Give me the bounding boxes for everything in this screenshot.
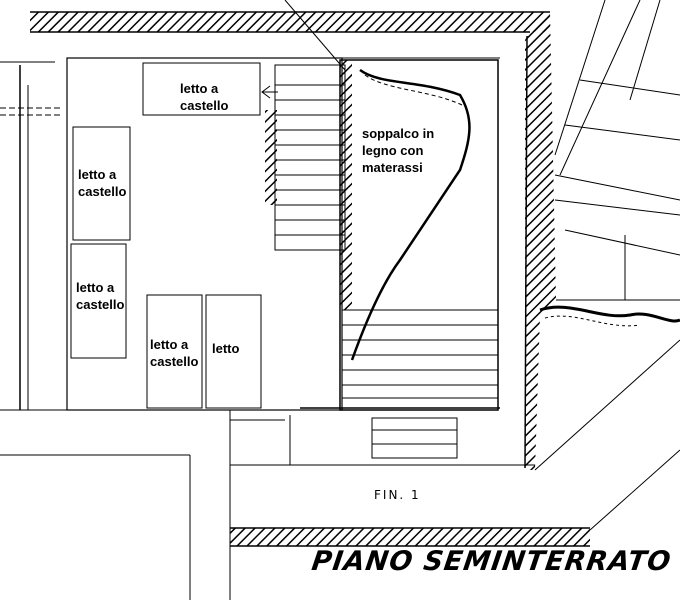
guide-line [284,0,346,71]
label-bunk-left-1: letto a castello [78,167,127,199]
plan-title: PIANO SEMINTERRATO [309,546,674,577]
bed-bunk-bottom [146,294,203,409]
interior-walls [0,57,535,600]
label-bunk-bottom: letto a castello [150,337,199,369]
bed-bunk-top [142,62,261,116]
label-bunk-left-2: letto a castello [76,280,125,312]
label-bed-single: letto [212,341,240,356]
label-bunk-top: letto a castello [180,81,229,113]
wall-south [230,527,590,547]
wall-east [524,12,556,470]
bed-bunk-left-1 [72,126,131,241]
beds [70,62,262,409]
terrain-east [534,0,680,531]
loft-area [300,59,500,459]
bed-single [205,294,262,409]
wall-north [30,11,550,33]
window-label: FIN. 1 [374,488,421,502]
label-loft: soppalco in legno con materassi [362,125,435,176]
staircase [261,64,346,251]
bed-bunk-left-2 [70,243,127,359]
